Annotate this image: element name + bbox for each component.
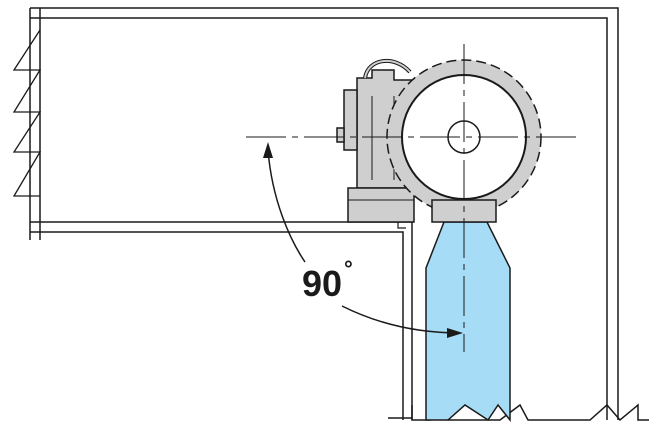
- light-beam: [425, 221, 511, 423]
- housing-knob: [336, 127, 345, 143]
- angle-arc-bottom: [341, 305, 461, 334]
- base-block: [347, 187, 415, 223]
- arrowhead-up: [263, 142, 273, 158]
- angle-arc-top: [267, 149, 306, 263]
- corner-tab: [397, 222, 406, 229]
- duct-top-wall: [30, 7, 619, 420]
- arrowhead-right: [447, 328, 463, 338]
- duct-bottom-wall: [30, 221, 413, 420]
- housing-side-plate: [343, 89, 358, 151]
- duct-break-left: [12, 29, 42, 197]
- cable-loop-fill: [364, 59, 411, 79]
- centerlines: [246, 44, 578, 352]
- duct-outline: [12, 7, 619, 420]
- duct-bottom-wall-inner: [30, 231, 404, 420]
- duct-top-wall-inner: [30, 17, 608, 420]
- angle-value: 90: [302, 263, 342, 304]
- angle-indicator: 90 °: [263, 142, 463, 338]
- angle-unit: °: [344, 256, 353, 281]
